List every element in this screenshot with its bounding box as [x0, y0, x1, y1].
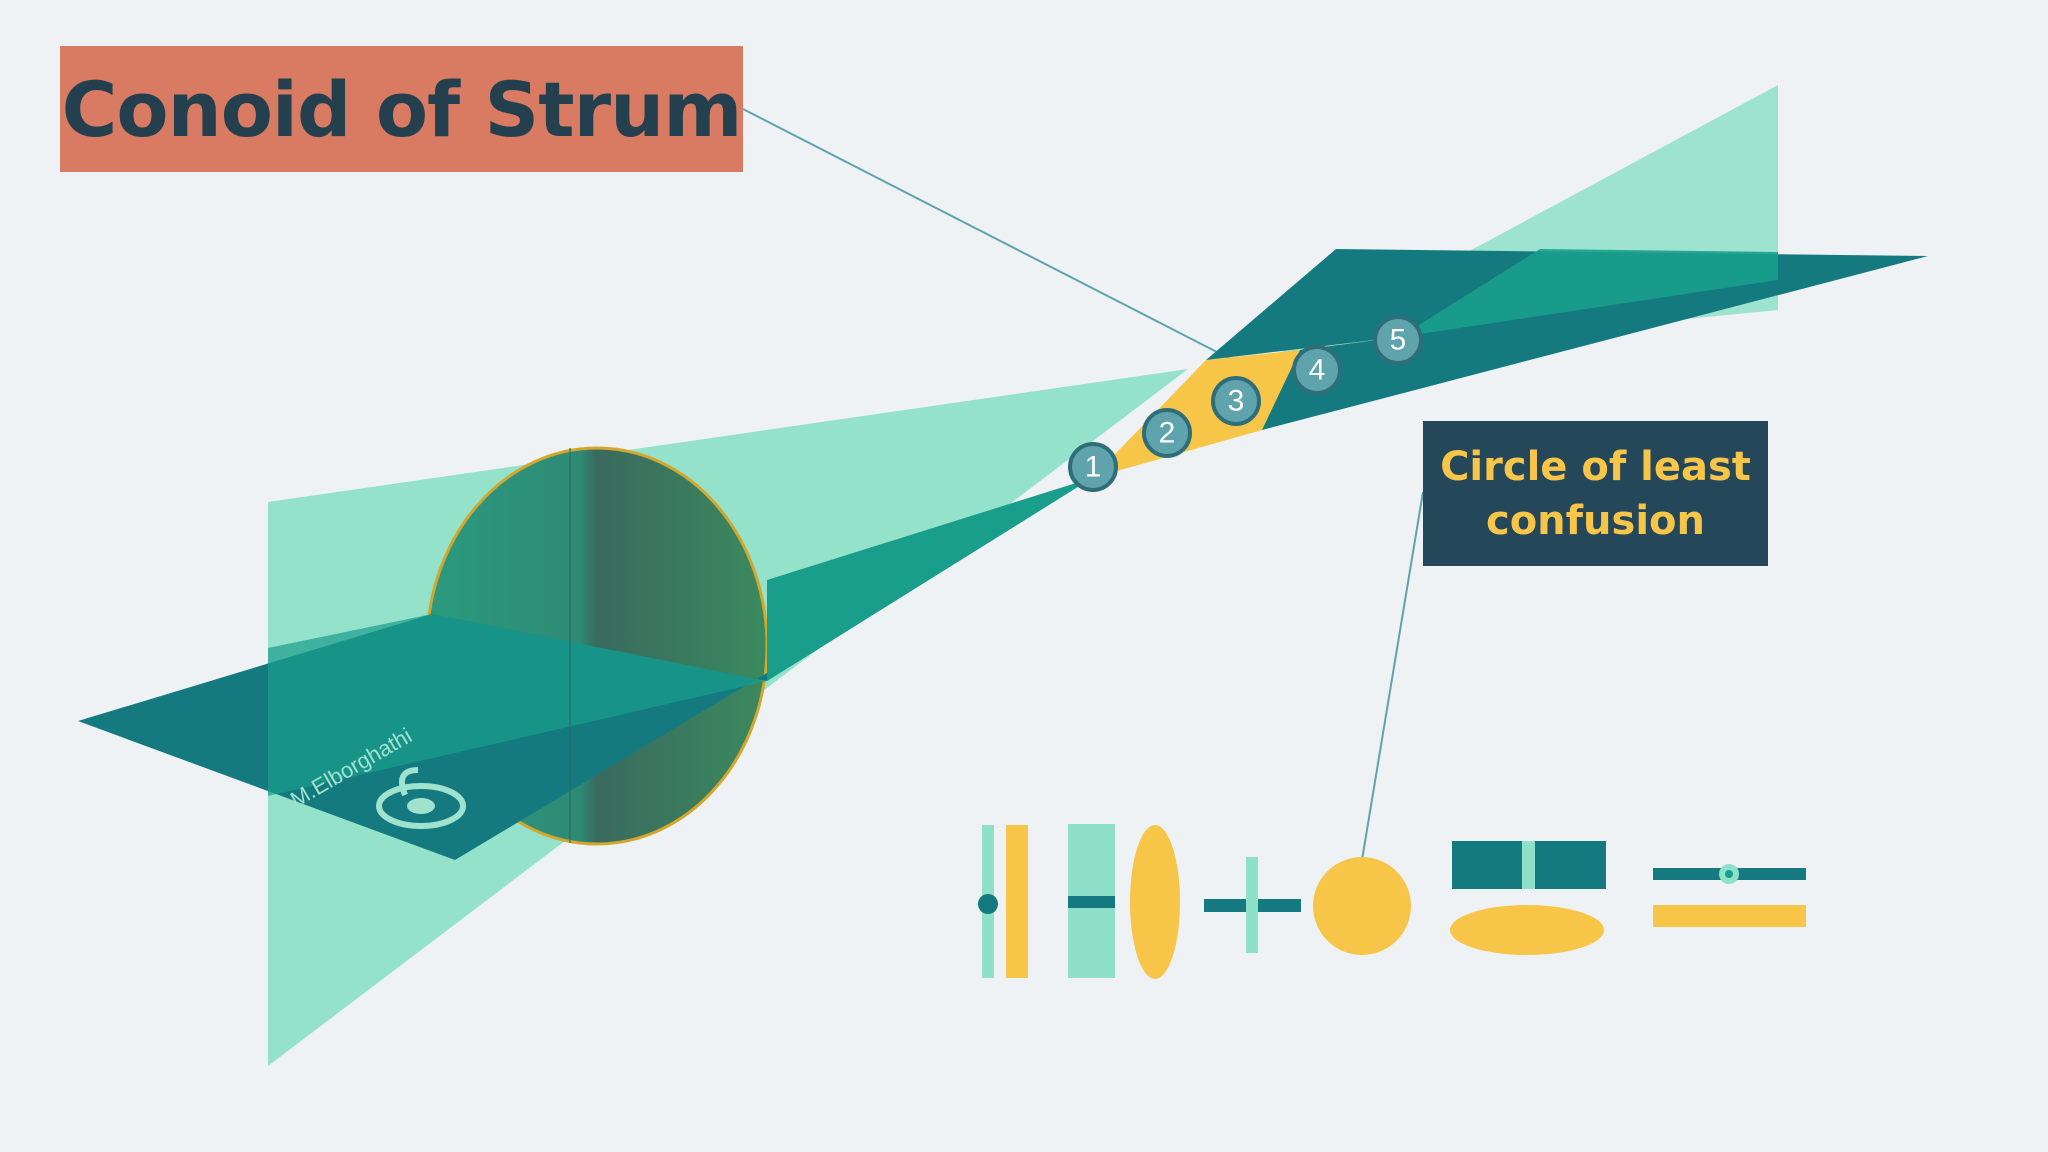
title-leader-line [742, 108, 1251, 370]
plane-overlap [1400, 249, 1778, 337]
svg-text:4: 4 [1309, 354, 1326, 387]
marker-4: 4 [1292, 345, 1342, 395]
svg-text:1: 1 [1085, 451, 1102, 484]
marker-1: 1 [1068, 442, 1118, 492]
callout-leader-line [1361, 491, 1424, 861]
section-2 [1068, 824, 1115, 978]
section-6 [1450, 841, 1606, 955]
section-7 [1653, 864, 1806, 927]
svg-text:3: 3 [1228, 385, 1245, 418]
title-box: Conoid of Strum [60, 46, 743, 172]
section-4 [1204, 857, 1301, 953]
marker-5: 5 [1373, 315, 1423, 365]
marker-2: 2 [1142, 408, 1192, 458]
callout-line-2: confusion [1485, 497, 1706, 544]
marker-3: 3 [1211, 376, 1261, 426]
horizontal-ray-plane-far [1206, 249, 1928, 430]
plane-beam-top [767, 478, 1092, 681]
callout-line-1: Circle of least [1440, 443, 1751, 490]
logo-mark-icon [376, 767, 466, 829]
page-title: Conoid of Strum [61, 64, 743, 154]
callout-box: Circle of least confusion [1423, 421, 1768, 566]
svg-text:5: 5 [1390, 324, 1407, 357]
section-5-circle-of-least-confusion [1313, 857, 1411, 955]
section-3 [1130, 825, 1180, 979]
section-1 [978, 825, 1028, 978]
horizontal-ray-plane-upper [268, 614, 767, 796]
svg-text:2: 2 [1159, 417, 1176, 450]
